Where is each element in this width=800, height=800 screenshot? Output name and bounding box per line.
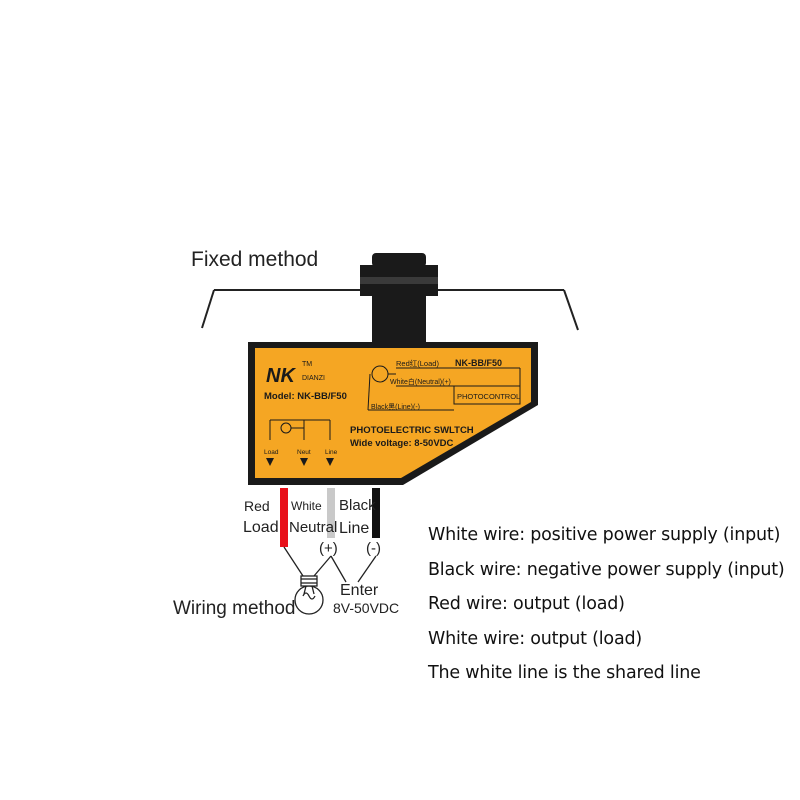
terminal-neut-label: Neut xyxy=(297,449,311,456)
terminal-line-label: Line xyxy=(325,449,338,456)
enter-label: Enter xyxy=(340,582,379,599)
red-color-label: Red xyxy=(244,498,270,514)
plus-symbol: (+) xyxy=(319,540,338,557)
model-line: Model: NK-BB/F50 xyxy=(264,391,347,402)
red-wire-label: Red红(Load) xyxy=(396,358,439,368)
terminal-load-label: Load xyxy=(264,449,279,456)
minus-symbol: (-) xyxy=(366,540,381,557)
enter-voltage: 8V-50VDC xyxy=(333,600,399,616)
white-wire xyxy=(327,488,335,538)
red-role-label: Load xyxy=(243,519,279,536)
red-wire xyxy=(280,488,288,547)
brand-logo: NK xyxy=(266,365,296,387)
photocontrol-device: NK TM DIANZI Model: NK-BB/F50 Red红(Load)… xyxy=(248,342,538,485)
white-role-label: Neutral xyxy=(289,519,337,536)
black-wire-label: Black黑(Line)(-) xyxy=(371,403,420,411)
voltage-line: Wide voltage: 8-50VDC xyxy=(350,438,454,449)
black-color-label: Black xyxy=(339,497,376,514)
fixed-method-label: Fixed method xyxy=(191,248,318,271)
note-shared-line: The white line is the shared line xyxy=(428,663,701,683)
photocontrol-box xyxy=(453,385,521,405)
terminal-diagram xyxy=(269,419,331,440)
brand-tm: TM xyxy=(302,361,312,368)
white-wire-label: White白(Neutral)(+) xyxy=(390,377,451,386)
note-white-wire-input: White wire: positive power supply (input… xyxy=(428,525,781,545)
load-bulb-icon xyxy=(294,575,324,615)
model-code: NK-BB/F50 xyxy=(455,358,502,368)
internal-schematic xyxy=(367,365,521,411)
note-black-wire-input: Black wire: negative power supply (input… xyxy=(428,559,785,580)
terminal-arrows xyxy=(266,458,334,466)
photocontrol-label: PHOTOCONTROL xyxy=(457,392,520,401)
connection-lines xyxy=(283,546,377,583)
brand-name: DIANZI xyxy=(302,375,325,382)
white-color-label: White xyxy=(291,499,322,513)
wire-notes: White wire: positive power supply (input… xyxy=(428,518,794,691)
device-face xyxy=(255,348,531,478)
wiring-method-label: Wiring method xyxy=(173,598,296,619)
note-red-wire-output: Red wire: output (load) xyxy=(428,594,625,614)
sensor-stem xyxy=(360,253,438,344)
product-name: PHOTOELECTRIC SWLTCH xyxy=(350,425,474,436)
note-white-wire-output: White wire: output (load) xyxy=(428,628,642,649)
black-role-label: Line xyxy=(339,520,369,537)
black-wire xyxy=(372,488,380,538)
